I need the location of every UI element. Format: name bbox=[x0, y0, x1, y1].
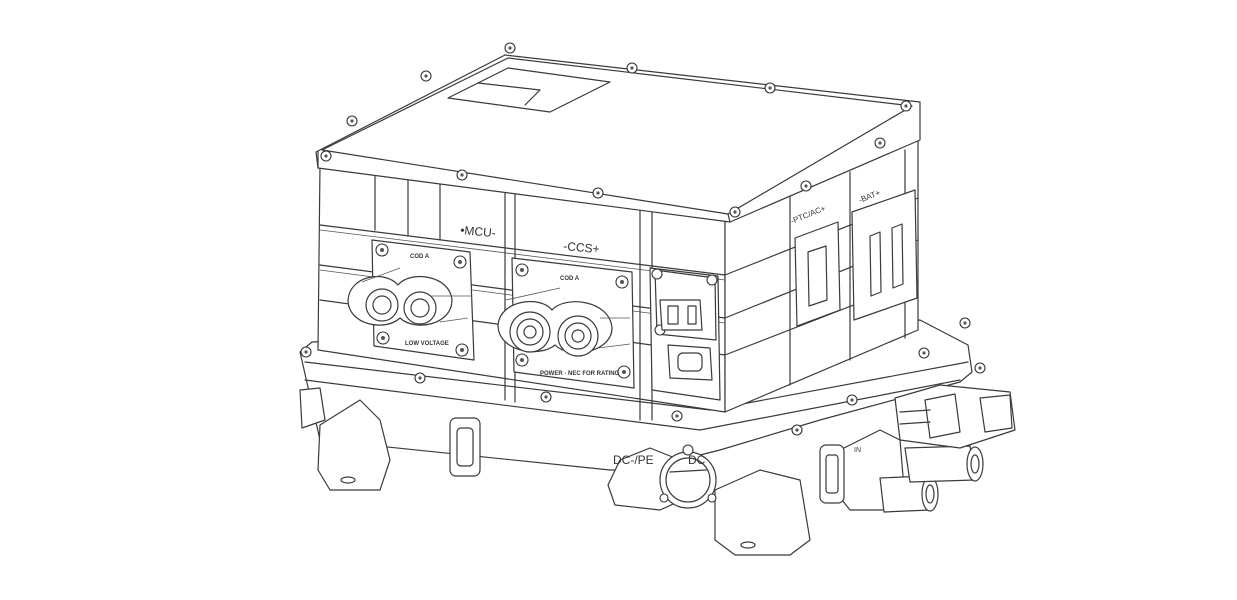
base-bolts bbox=[300, 317, 986, 436]
code-a-label-2: COD A bbox=[560, 276, 580, 282]
mcu-connector bbox=[347, 239, 475, 361]
lid-bolts bbox=[320, 42, 912, 218]
low-voltage-label: LOW VOLTAGE bbox=[405, 341, 449, 347]
power-label: POWER · NEC FOR RATING bbox=[540, 371, 620, 377]
mcu-label: •MCU- bbox=[460, 223, 497, 240]
ccs-connector bbox=[497, 257, 635, 389]
in-label: IN bbox=[854, 447, 861, 454]
right-face-plates bbox=[794, 189, 918, 327]
dc-label: DC bbox=[688, 453, 706, 467]
ccs-label: -CCS+ bbox=[563, 239, 600, 256]
dc-pe-label: DC-/PE bbox=[613, 453, 654, 467]
code-a-label-1: COD A bbox=[410, 254, 430, 260]
signal-connector bbox=[649, 267, 721, 401]
top-cover bbox=[315, 54, 921, 223]
